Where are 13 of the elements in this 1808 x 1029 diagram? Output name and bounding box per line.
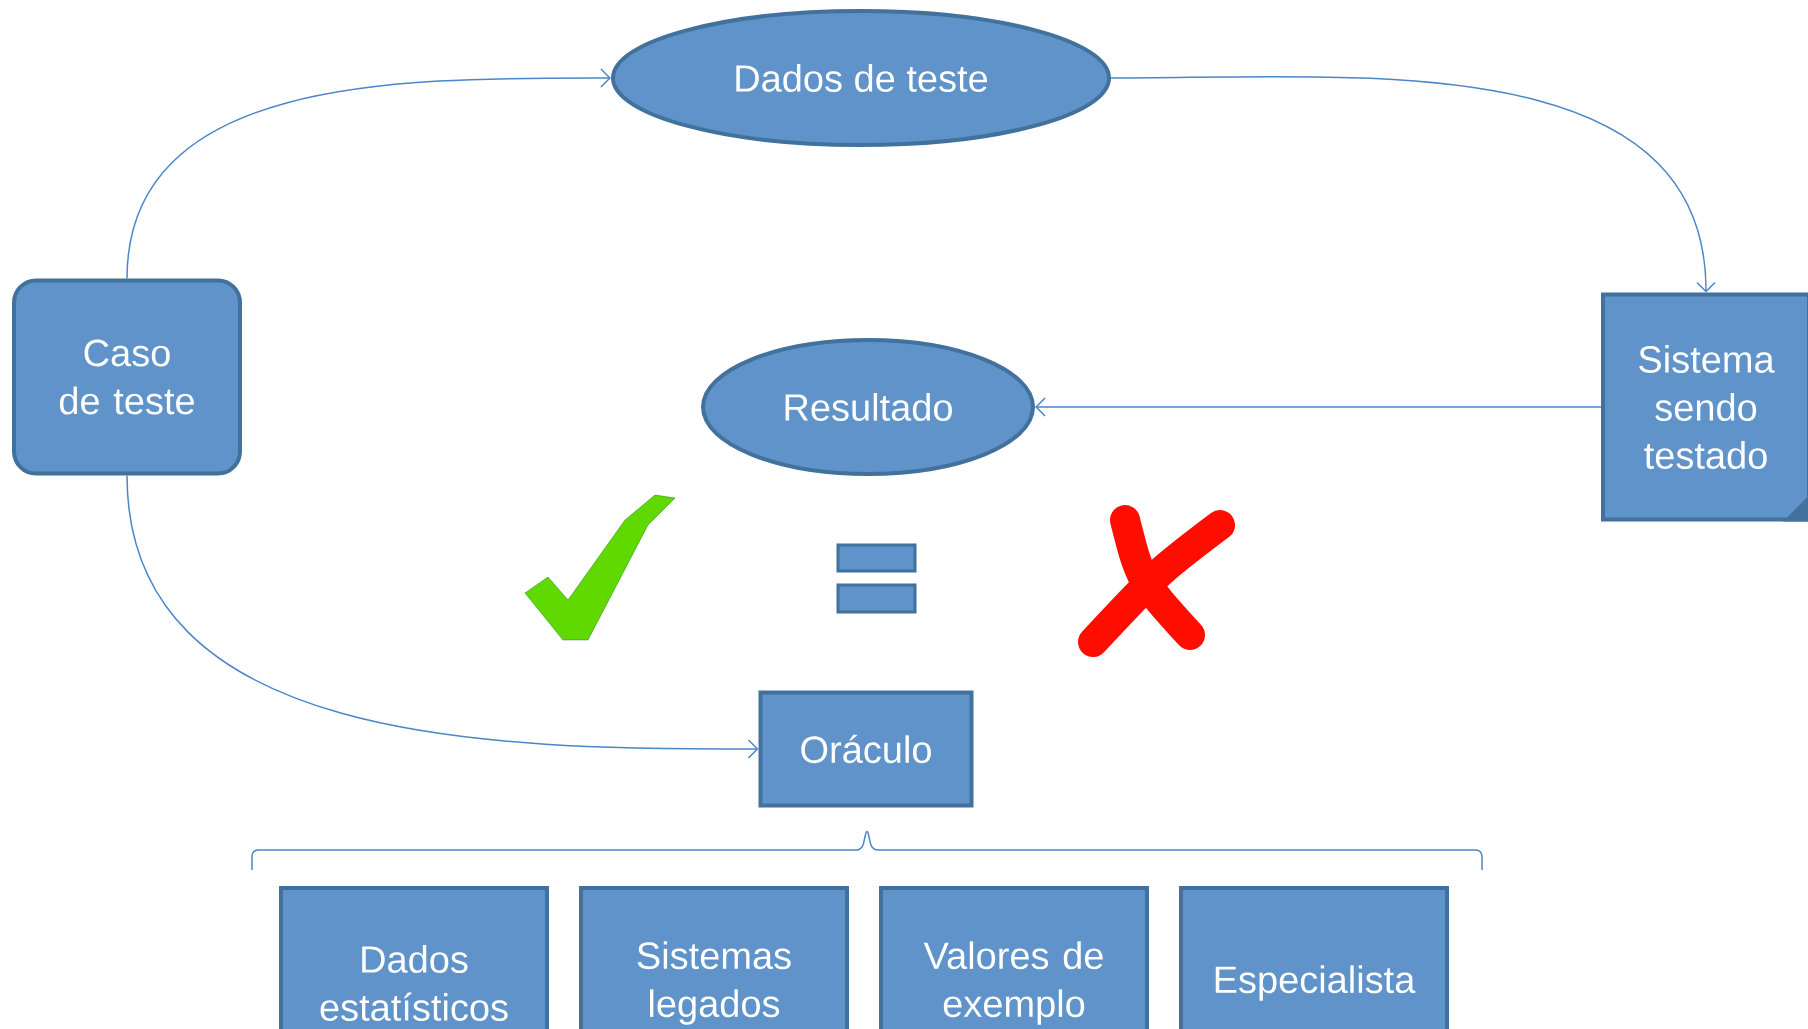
process-box: Valores de exemplo: [879, 886, 1149, 1029]
process-box: Sistemas legados: [579, 886, 849, 1029]
ellipse-node: Resultado: [701, 338, 1035, 476]
process-box: Oráculo: [758, 690, 974, 808]
arrow: [1110, 75, 1716, 293]
arrow: [1035, 397, 1602, 417]
arrow: [126, 474, 759, 759]
document-box: Sistema sendo testado: [1601, 292, 1808, 522]
ellipse-node: Dados de teste: [611, 9, 1111, 147]
rounded-box: Caso de teste: [12, 278, 242, 476]
process-box: Dados estatísticos: [279, 886, 549, 1029]
arrow: [126, 68, 611, 280]
process-box: Especialista: [1179, 886, 1449, 1029]
